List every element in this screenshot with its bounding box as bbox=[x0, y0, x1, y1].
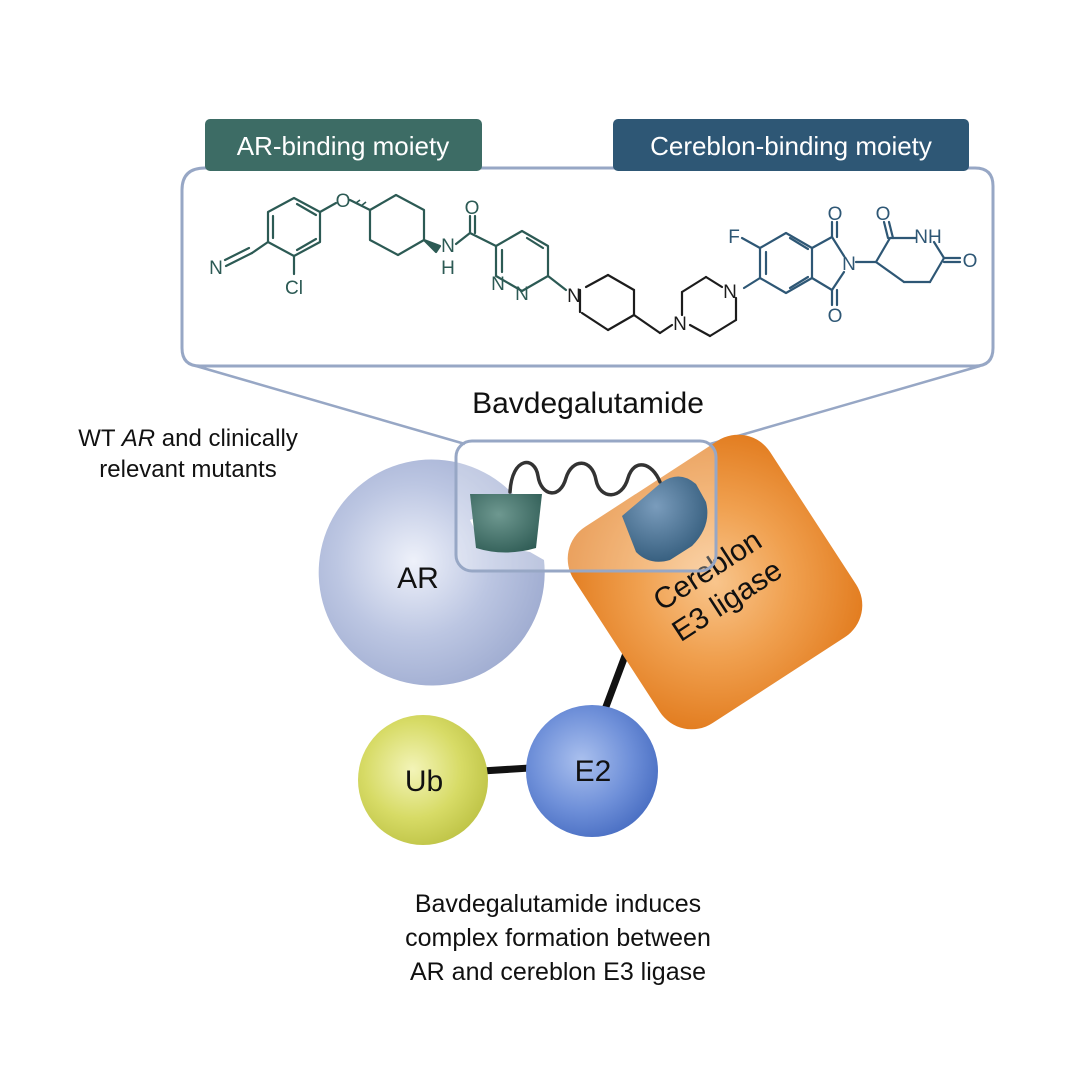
ar-binding-header-label: AR-binding moiety bbox=[237, 131, 449, 161]
cereblon-ligand-block bbox=[622, 476, 708, 562]
ar-mutants-label-line2: relevant mutants bbox=[99, 456, 276, 483]
stereo-hash bbox=[355, 199, 367, 207]
atom-f: F bbox=[728, 227, 740, 248]
linker-structure bbox=[578, 273, 738, 338]
atom-n-piperazine-2: N bbox=[723, 282, 737, 303]
connector-lines bbox=[478, 644, 632, 775]
atom-n-piperazine-1: N bbox=[673, 314, 687, 335]
ar-binding-header: AR-binding moiety bbox=[205, 119, 482, 171]
ar-binding-structure bbox=[223, 193, 568, 293]
ar-label: AR bbox=[397, 562, 439, 595]
atom-h-amide: H bbox=[441, 258, 455, 279]
ubiquitin: Ub bbox=[358, 715, 488, 845]
cereblon-binding-header: Cereblon-binding moiety bbox=[613, 119, 969, 171]
caption-line1: Bavdegalutamide induces bbox=[415, 890, 701, 918]
ar-protein: AR bbox=[318, 459, 545, 686]
caption: Bavdegalutamide induces complex formatio… bbox=[405, 890, 711, 986]
funnel-lines bbox=[195, 364, 981, 446]
structure-box bbox=[180, 166, 995, 368]
e2-enzyme: E2 bbox=[526, 705, 658, 837]
atom-o-glutarimide-top: O bbox=[876, 204, 891, 225]
atom-nh-glutarimide: NH bbox=[914, 227, 941, 248]
atom-n-amide: N bbox=[441, 236, 455, 257]
atom-o-ether: O bbox=[336, 191, 351, 212]
atom-o-glutarimide-right: O bbox=[963, 251, 978, 272]
cereblon-binding-header-label: Cereblon-binding moiety bbox=[650, 131, 932, 161]
atom-cl: Cl bbox=[285, 278, 303, 299]
atom-n-imide: N bbox=[842, 254, 856, 275]
atom-o-amide: O bbox=[465, 198, 480, 219]
caption-line3: AR and cereblon E3 ligase bbox=[410, 958, 706, 986]
atom-n-piperidine: N bbox=[567, 286, 581, 307]
degrader-linker-squiggle bbox=[508, 460, 662, 497]
atom-o-imide-top: O bbox=[828, 204, 843, 225]
ub-label: Ub bbox=[405, 765, 443, 798]
atom-n-pyridazine-1: N bbox=[491, 274, 505, 295]
ar-mutants-label-line1: WT AR and clinically bbox=[78, 425, 298, 452]
atom-o-imide-bottom: O bbox=[828, 306, 843, 327]
cereblon-binding-structure bbox=[740, 220, 962, 307]
atom-labels: N Cl O O N H N N N N N F O O N O NH O bbox=[209, 191, 977, 335]
caption-line2: complex formation between bbox=[405, 924, 711, 952]
ar-ligand-block bbox=[470, 494, 542, 553]
atom-n-pyridazine-2: N bbox=[515, 284, 529, 305]
molecule-name: Bavdegalutamide bbox=[472, 387, 704, 420]
e2-label: E2 bbox=[575, 755, 612, 788]
atom-n-nitrile: N bbox=[209, 258, 223, 279]
